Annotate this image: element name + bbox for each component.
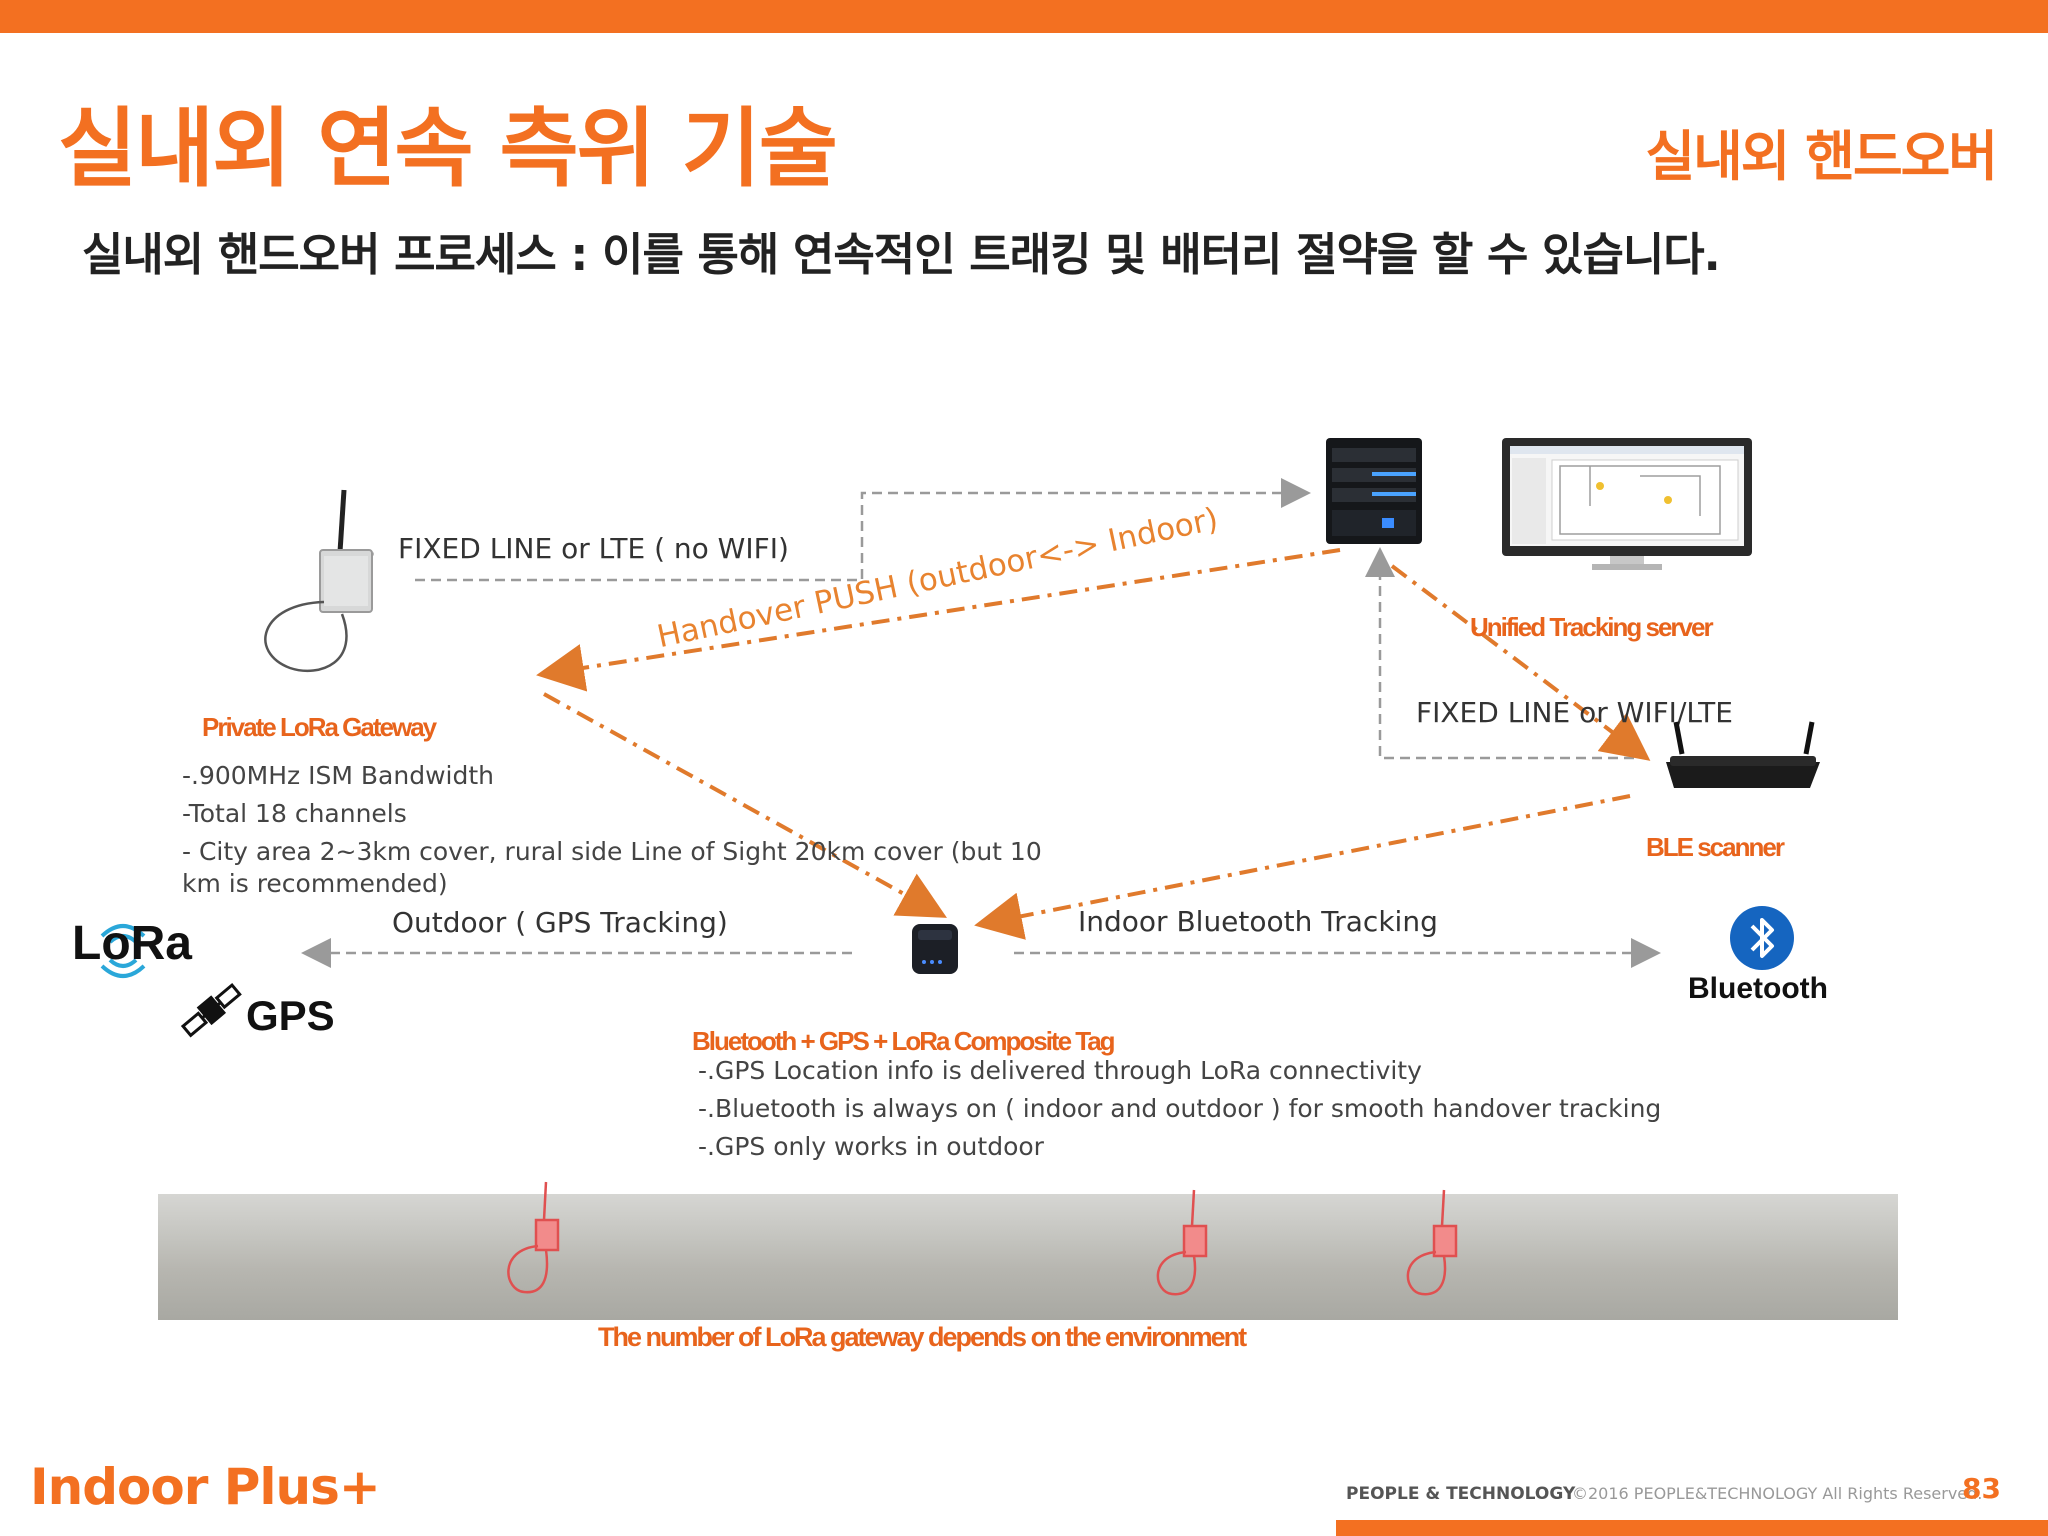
page-title: 실내외 연속 측위 기술 <box>58 99 838 199</box>
gateway-note-item: -.900MHz ISM Bandwidth <box>182 761 494 790</box>
server-scanner-link-label: FIXED LINE or WIFI/LTE <box>1416 696 1733 729</box>
gateway-server-link-label: FIXED LINE or LTE ( no WIFI) <box>398 532 789 565</box>
server-scanner-arrow <box>1390 564 1651 761</box>
tag-note-item: -.GPS Location info is delivered through… <box>698 1056 1422 1085</box>
monitor-icon <box>1502 438 1752 570</box>
gateway-note-item: -Total 18 channels <box>182 799 407 828</box>
bluetooth-icon <box>1730 906 1794 970</box>
bottom-accent-bar <box>1336 1520 2048 1536</box>
gateway-markers <box>507 1181 1458 1296</box>
page-number: 83 <box>1962 1472 2001 1505</box>
company-name: PEOPLE & TECHNOLOGY <box>1346 1484 1576 1504</box>
scanner-tag-arrow <box>974 794 1631 940</box>
page-subtitle: 실내외 핸드오버 프로세스 : 이를 통해 연속적인 트래킹 및 배터리 절약을… <box>82 228 1721 281</box>
indoor-link-label: Indoor Bluetooth Tracking <box>1078 905 1438 938</box>
server-label: Unified Tracking server <box>1470 612 1714 642</box>
gps-wordmark: GPS <box>246 992 335 1039</box>
gateway-marker <box>507 1181 560 1294</box>
bluetooth-wordmark: Bluetooth <box>1688 972 1828 1005</box>
tag-notes: -.GPS Location info is delivered through… <box>698 1052 1661 1166</box>
gateway-count-note: The number of LoRa gateway depends on th… <box>598 1322 1247 1352</box>
gateway-note-item: km is recommended) <box>182 869 448 898</box>
tag-label: Bluetooth + GPS + LoRa Composite Tag <box>692 1026 1116 1056</box>
top-accent-bar <box>0 0 2048 33</box>
scanner-server-link <box>1365 547 1634 760</box>
landscape-band <box>158 1194 1898 1320</box>
tag-note-item: -.GPS only works in outdoor <box>698 1132 1044 1161</box>
tag-note-item: -.Bluetooth is always on ( indoor and ou… <box>698 1094 1662 1123</box>
gateway-marker <box>1406 1189 1458 1296</box>
ble-scanner-icon <box>1666 721 1820 788</box>
gateway-marker <box>1156 1189 1208 1296</box>
wireless-signal-icon <box>100 924 146 978</box>
copyright: ©2016 PEOPLE&TECHNOLOGY All Rights Reser… <box>1572 1484 1983 1503</box>
section-title: 실내외 핸드오버 <box>1645 125 1998 188</box>
outdoor-link-label: Outdoor ( GPS Tracking) <box>392 906 728 939</box>
lora-gateway-icon <box>264 489 374 673</box>
composite-tag-icon <box>912 924 958 974</box>
brand-logo: Indoor Plus+ <box>30 1458 381 1516</box>
gateway-server-link <box>415 478 1311 582</box>
gateway-notes: -.900MHz ISM Bandwidth -Total 18 channel… <box>182 757 1042 903</box>
gateway-note-item: - City area 2~3km cover, rural side Line… <box>182 837 1042 866</box>
lora-wordmark: LoRa <box>72 917 192 970</box>
scanner-label: BLE scanner <box>1646 832 1785 862</box>
gateway-label: Private LoRa Gateway <box>202 712 437 742</box>
satellite-icon <box>180 982 242 1038</box>
tracking-server-icon <box>1326 438 1422 544</box>
